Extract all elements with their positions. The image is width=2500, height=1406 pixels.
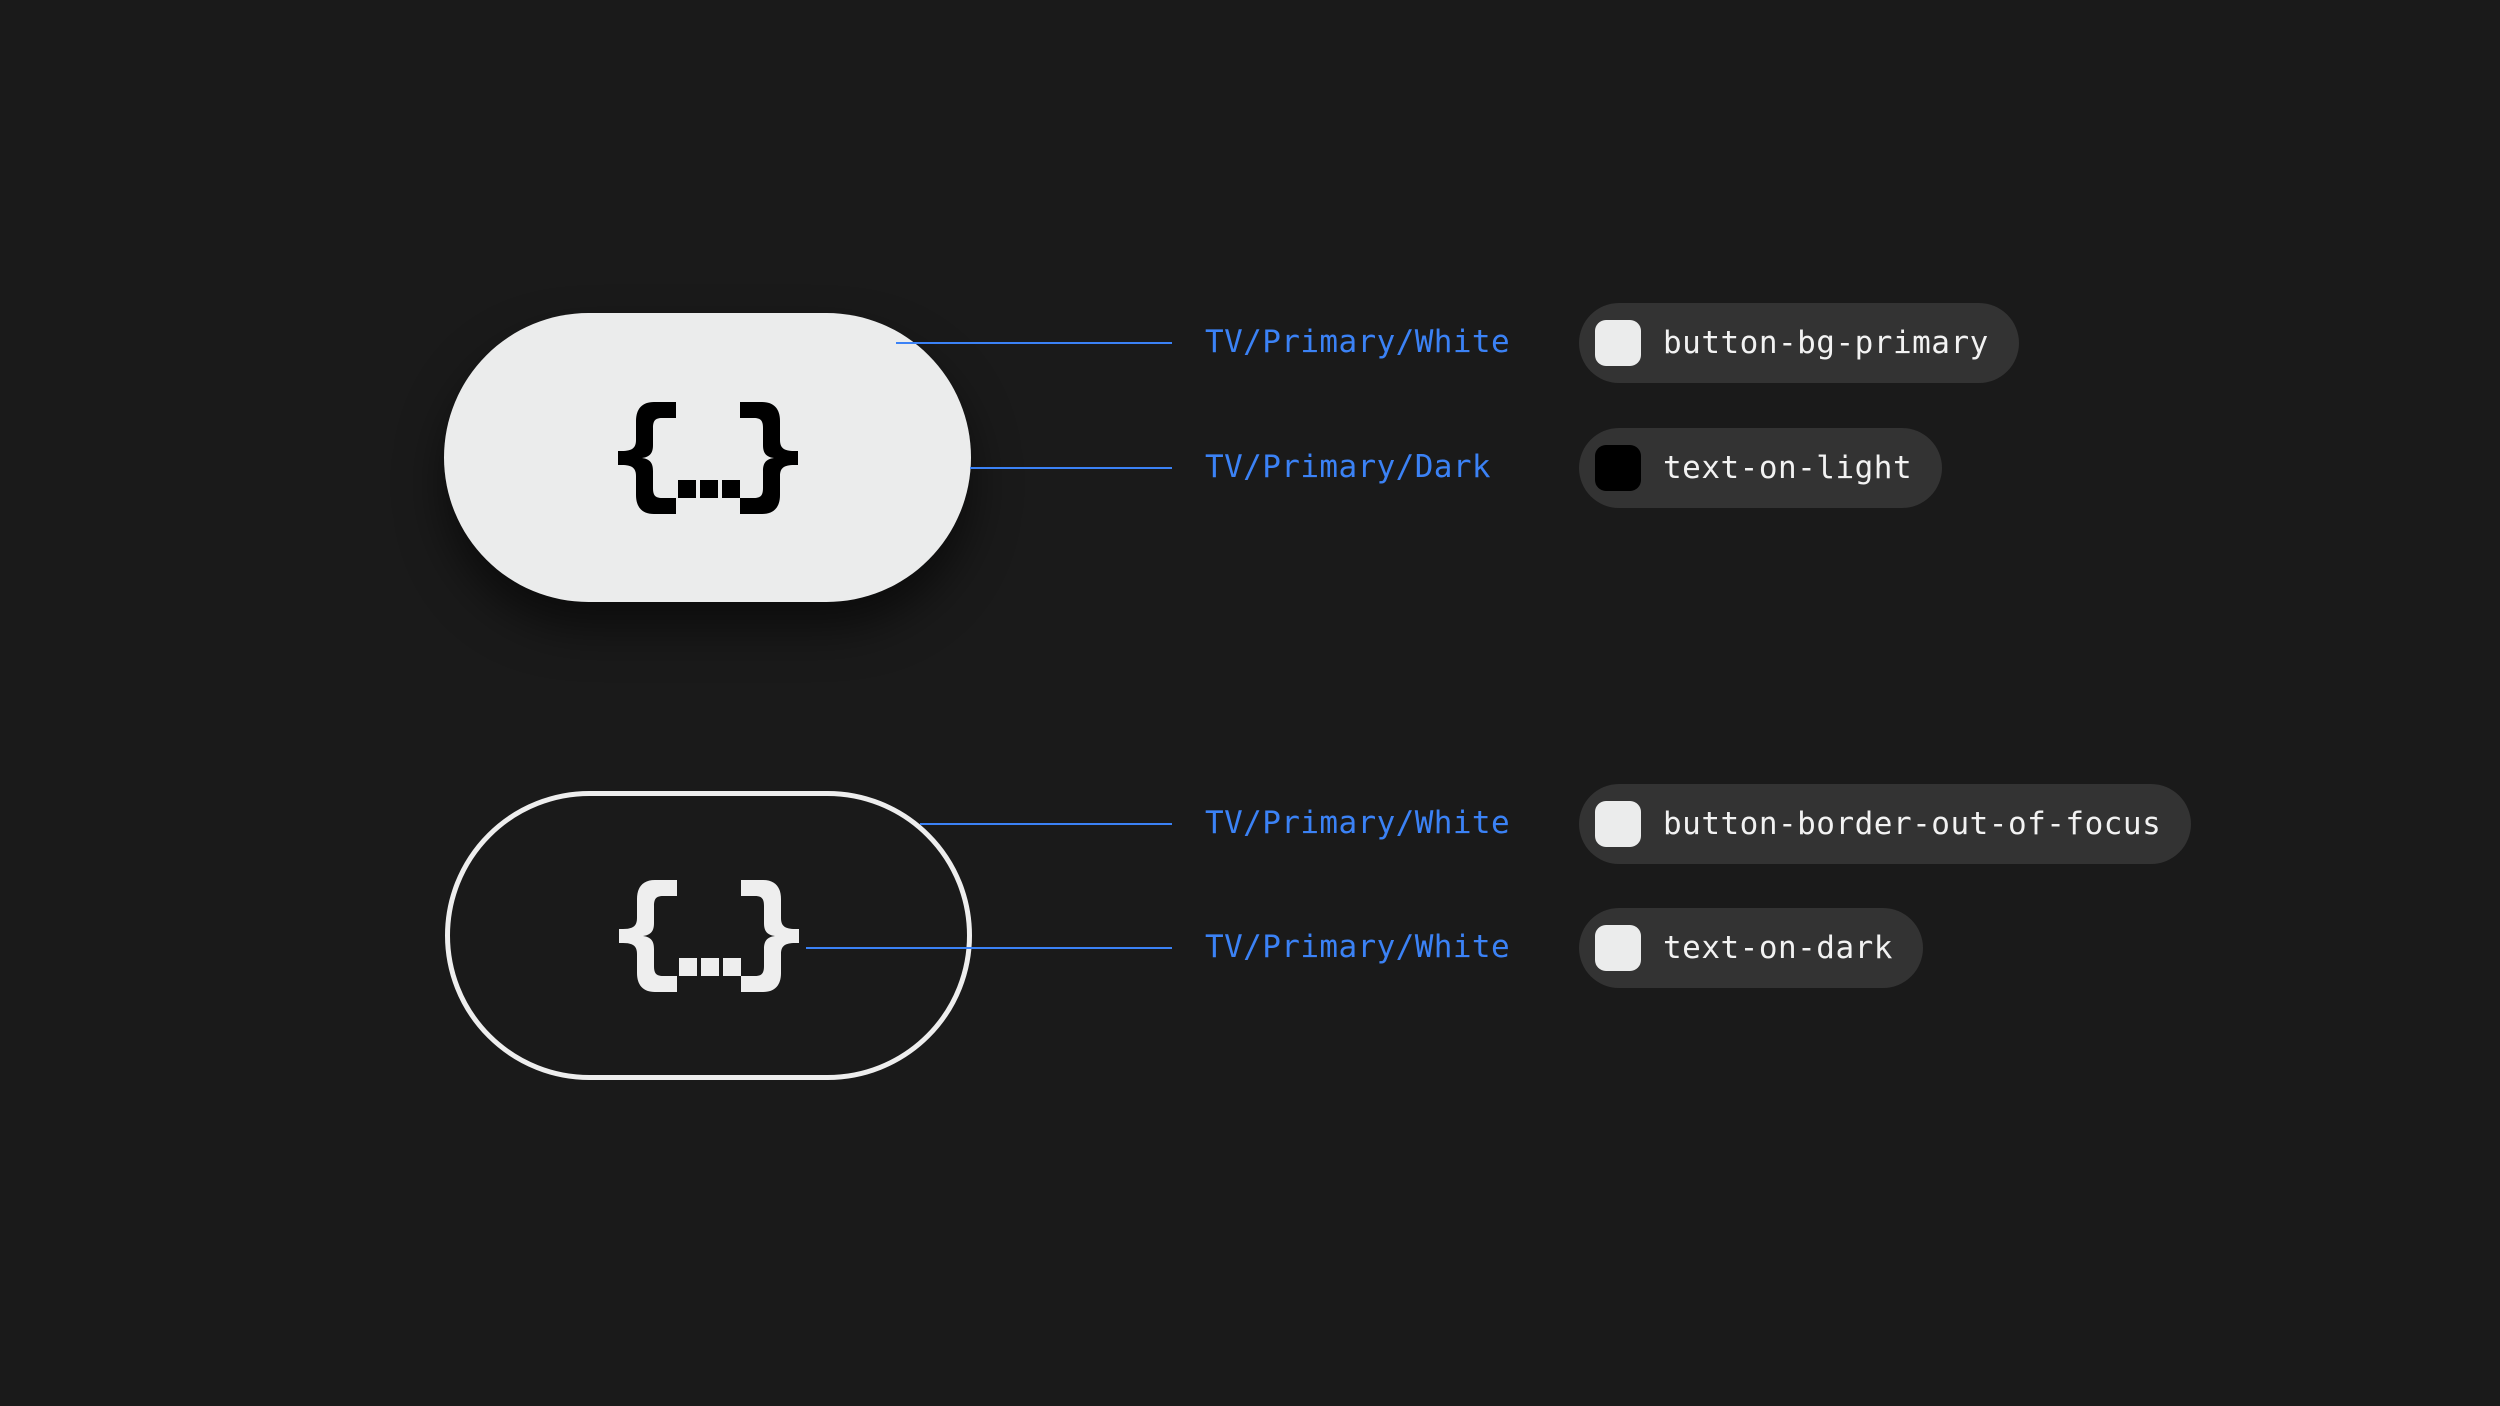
curly-braces-ellipsis-icon (617, 401, 798, 514)
variable-name-label: button-bg-primary (1663, 324, 1989, 361)
color-swatch (1595, 445, 1641, 491)
color-swatch (1595, 801, 1641, 847)
token-path-button-bg-primary: TV/Primary/White (1205, 324, 1511, 360)
connector-line-text-on-dark (806, 947, 1172, 949)
variable-name-label: button-border-out-of-focus (1663, 805, 2162, 842)
token-path-button-border-out-of-focus: TV/Primary/White (1205, 805, 1511, 841)
connector-line-text-on-light (970, 467, 1172, 469)
variable-name-label: text-on-light (1663, 449, 1913, 486)
curly-braces-ellipsis-icon (618, 879, 799, 992)
token-path-text-on-dark: TV/Primary/White (1205, 929, 1511, 965)
button-primary-outlined[interactable] (445, 791, 972, 1080)
variable-name-label: text-on-dark (1663, 929, 1893, 966)
color-swatch (1595, 925, 1641, 971)
connector-line-button-border-out-of-focus (920, 823, 1172, 825)
token-path-text-on-light: TV/Primary/Dark (1205, 449, 1491, 485)
variable-chip-text-on-dark[interactable]: text-on-dark (1579, 908, 1923, 988)
variable-chip-button-border-out-of-focus[interactable]: button-border-out-of-focus (1579, 784, 2192, 864)
button-primary-filled[interactable] (444, 313, 971, 602)
variable-chip-button-bg-primary[interactable]: button-bg-primary (1579, 303, 2019, 383)
color-swatch (1595, 320, 1641, 366)
variable-chip-text-on-light[interactable]: text-on-light (1579, 428, 1943, 508)
connector-line-button-bg-primary (896, 342, 1172, 344)
